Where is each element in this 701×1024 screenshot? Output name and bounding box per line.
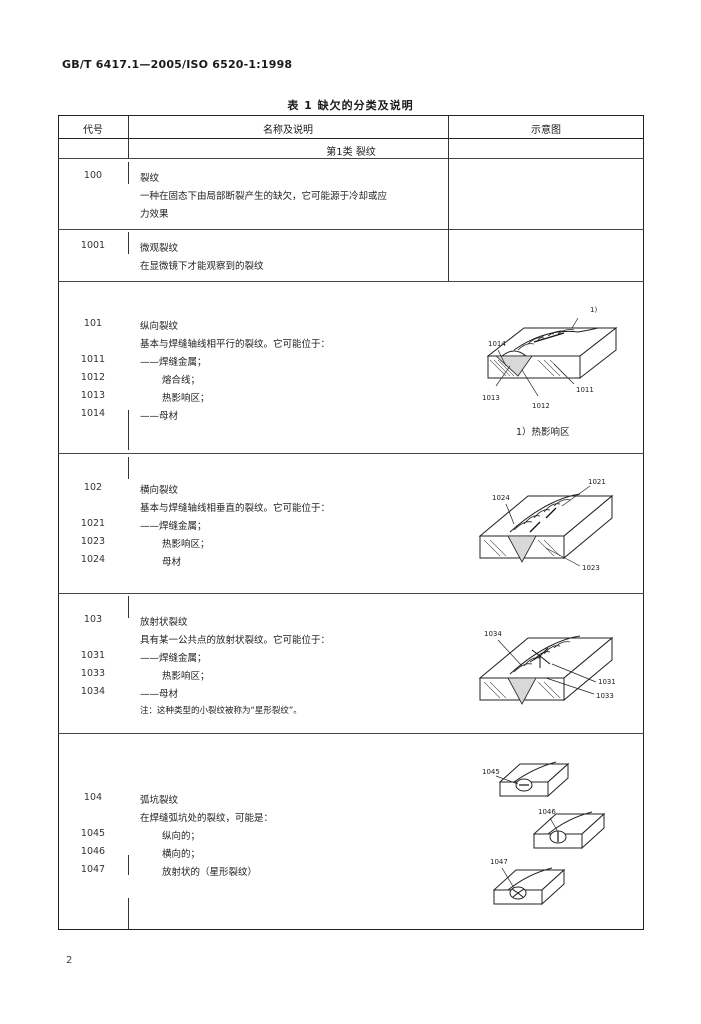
- code-tick: [128, 855, 129, 875]
- location-1045: 纵向的；: [162, 831, 201, 842]
- figure-label: 1023: [582, 564, 600, 572]
- definition-104: 在焊缝弧坑处的裂纹，可能是：: [140, 813, 274, 824]
- col-sep-fig-upper: [448, 158, 449, 281]
- code-1021: 1021: [80, 518, 106, 529]
- code-104: 104: [83, 792, 103, 803]
- code-1023: 1023: [80, 536, 106, 547]
- figure-label: 1011: [576, 386, 594, 394]
- table-frame: [58, 115, 644, 930]
- figure-label: 1047: [490, 858, 508, 866]
- column-header-name: 名称及说明: [263, 125, 313, 136]
- code-1014: 1014: [80, 408, 106, 419]
- row-rule-101: [58, 453, 644, 454]
- code-tick: [128, 410, 129, 450]
- figure-radiating-crack: 1034 1031 1033: [478, 630, 616, 705]
- location-1046: 横向的；: [162, 849, 201, 860]
- term-102: 横向裂纹: [140, 485, 179, 496]
- code-101: 101: [83, 318, 103, 329]
- code-tick: [128, 162, 129, 184]
- code-100: 100: [83, 170, 103, 181]
- row-rule-1001: [58, 281, 644, 282]
- definition-102: 基本与焊缝轴线相垂直的裂纹。它可能位于：: [140, 503, 331, 514]
- crater-specimen-1046: 1046: [532, 808, 606, 850]
- location-1023: 热影响区；: [162, 539, 210, 550]
- col-sep-fig-header: [448, 115, 449, 158]
- code-103: 103: [83, 614, 103, 625]
- column-header-code: 代号: [83, 125, 103, 136]
- page-number: 2: [66, 955, 73, 966]
- figure-label: 1034: [484, 630, 502, 638]
- figure-longitudinal-crack: 1) 1014 1011 1013 1012: [482, 306, 618, 410]
- code-tick: [128, 457, 129, 479]
- row-rule-103: [58, 733, 644, 734]
- table-title: 表 1 缺欠的分类及说明: [287, 99, 414, 112]
- code-1045: 1045: [80, 828, 106, 839]
- term-100: 裂纹: [140, 173, 160, 184]
- location-1012: 熔合线；: [162, 375, 201, 386]
- figure-label: 1024: [492, 494, 510, 502]
- figure-label: 1): [590, 306, 597, 314]
- code-tick: [128, 596, 129, 618]
- code-1033: 1033: [80, 668, 106, 679]
- code-tick: [128, 898, 129, 930]
- note-star-crack: 注：这种类型的小裂纹被称为“星形裂纹”。: [140, 706, 302, 716]
- definition-100: 一种在固态下由局部断裂产生的缺欠，它可能源于冷却或应: [140, 191, 388, 202]
- figure-transverse-crack: 1021 1024 1023: [478, 478, 614, 572]
- crater-specimen-1047: 1047: [490, 858, 566, 906]
- code-tick: [128, 232, 129, 254]
- definition-103: 具有某一公共点的放射状裂纹。它可能位于：: [140, 635, 331, 646]
- location-1034: ——母材: [140, 689, 179, 700]
- location-1011: ——焊缝金属；: [140, 357, 207, 368]
- code-1031: 1031: [80, 650, 106, 661]
- standard-number: GB/T 6417.1—2005/ISO 6520-1:1998: [62, 58, 293, 71]
- code-1047: 1047: [80, 864, 106, 875]
- code-1013: 1013: [80, 390, 106, 401]
- col-sep-code-header: [128, 115, 129, 158]
- location-1013: 热影响区；: [162, 393, 210, 404]
- section-rule: [58, 158, 644, 159]
- term-104: 弧坑裂纹: [140, 795, 179, 806]
- row-rule-100: [58, 229, 644, 230]
- location-1014: ——母材: [140, 411, 179, 422]
- column-header-figure: 示意图: [531, 125, 561, 136]
- figure-label: 1013: [482, 394, 500, 402]
- figure-label: 1046: [538, 808, 556, 816]
- location-1021: ——焊缝金属；: [140, 521, 207, 532]
- figure-caption: 1）热影响区: [516, 427, 570, 438]
- definition-100-cont: 力效果: [140, 209, 169, 220]
- figure-label: 1012: [532, 402, 550, 410]
- code-102: 102: [83, 482, 103, 493]
- definition-101: 基本与焊缝轴线相平行的裂纹。它可能位于：: [140, 339, 331, 350]
- code-1034: 1034: [80, 686, 106, 697]
- figure-label: 1033: [596, 692, 614, 700]
- code-1011: 1011: [80, 354, 106, 365]
- crater-specimen-1045: 1045: [482, 761, 570, 798]
- figure-label: 1045: [482, 768, 500, 776]
- location-1047: 放射状的（星形裂纹）: [162, 867, 258, 878]
- location-1031: ——焊缝金属；: [140, 653, 207, 664]
- location-1033: 热影响区；: [162, 671, 210, 682]
- code-1001: 1001: [80, 240, 106, 251]
- figure-crater-cracks: 1045 1046 1047: [482, 761, 606, 906]
- section-heading: 第1类 裂纹: [326, 147, 376, 158]
- code-1024: 1024: [80, 554, 106, 565]
- term-1001: 微观裂纹: [140, 243, 179, 254]
- figure-label: 1021: [588, 478, 606, 486]
- code-1012: 1012: [80, 372, 106, 383]
- figure-label: 1014: [488, 340, 506, 348]
- term-103: 放射状裂纹: [140, 617, 188, 628]
- row-rule-102: [58, 593, 644, 594]
- header-rule: [58, 138, 644, 139]
- code-1046: 1046: [80, 846, 106, 857]
- term-101: 纵向裂纹: [140, 321, 179, 332]
- location-1024: 母材: [162, 557, 182, 568]
- definition-1001: 在显微镜下才能观察到的裂纹: [140, 261, 264, 272]
- figure-label: 1031: [598, 678, 616, 686]
